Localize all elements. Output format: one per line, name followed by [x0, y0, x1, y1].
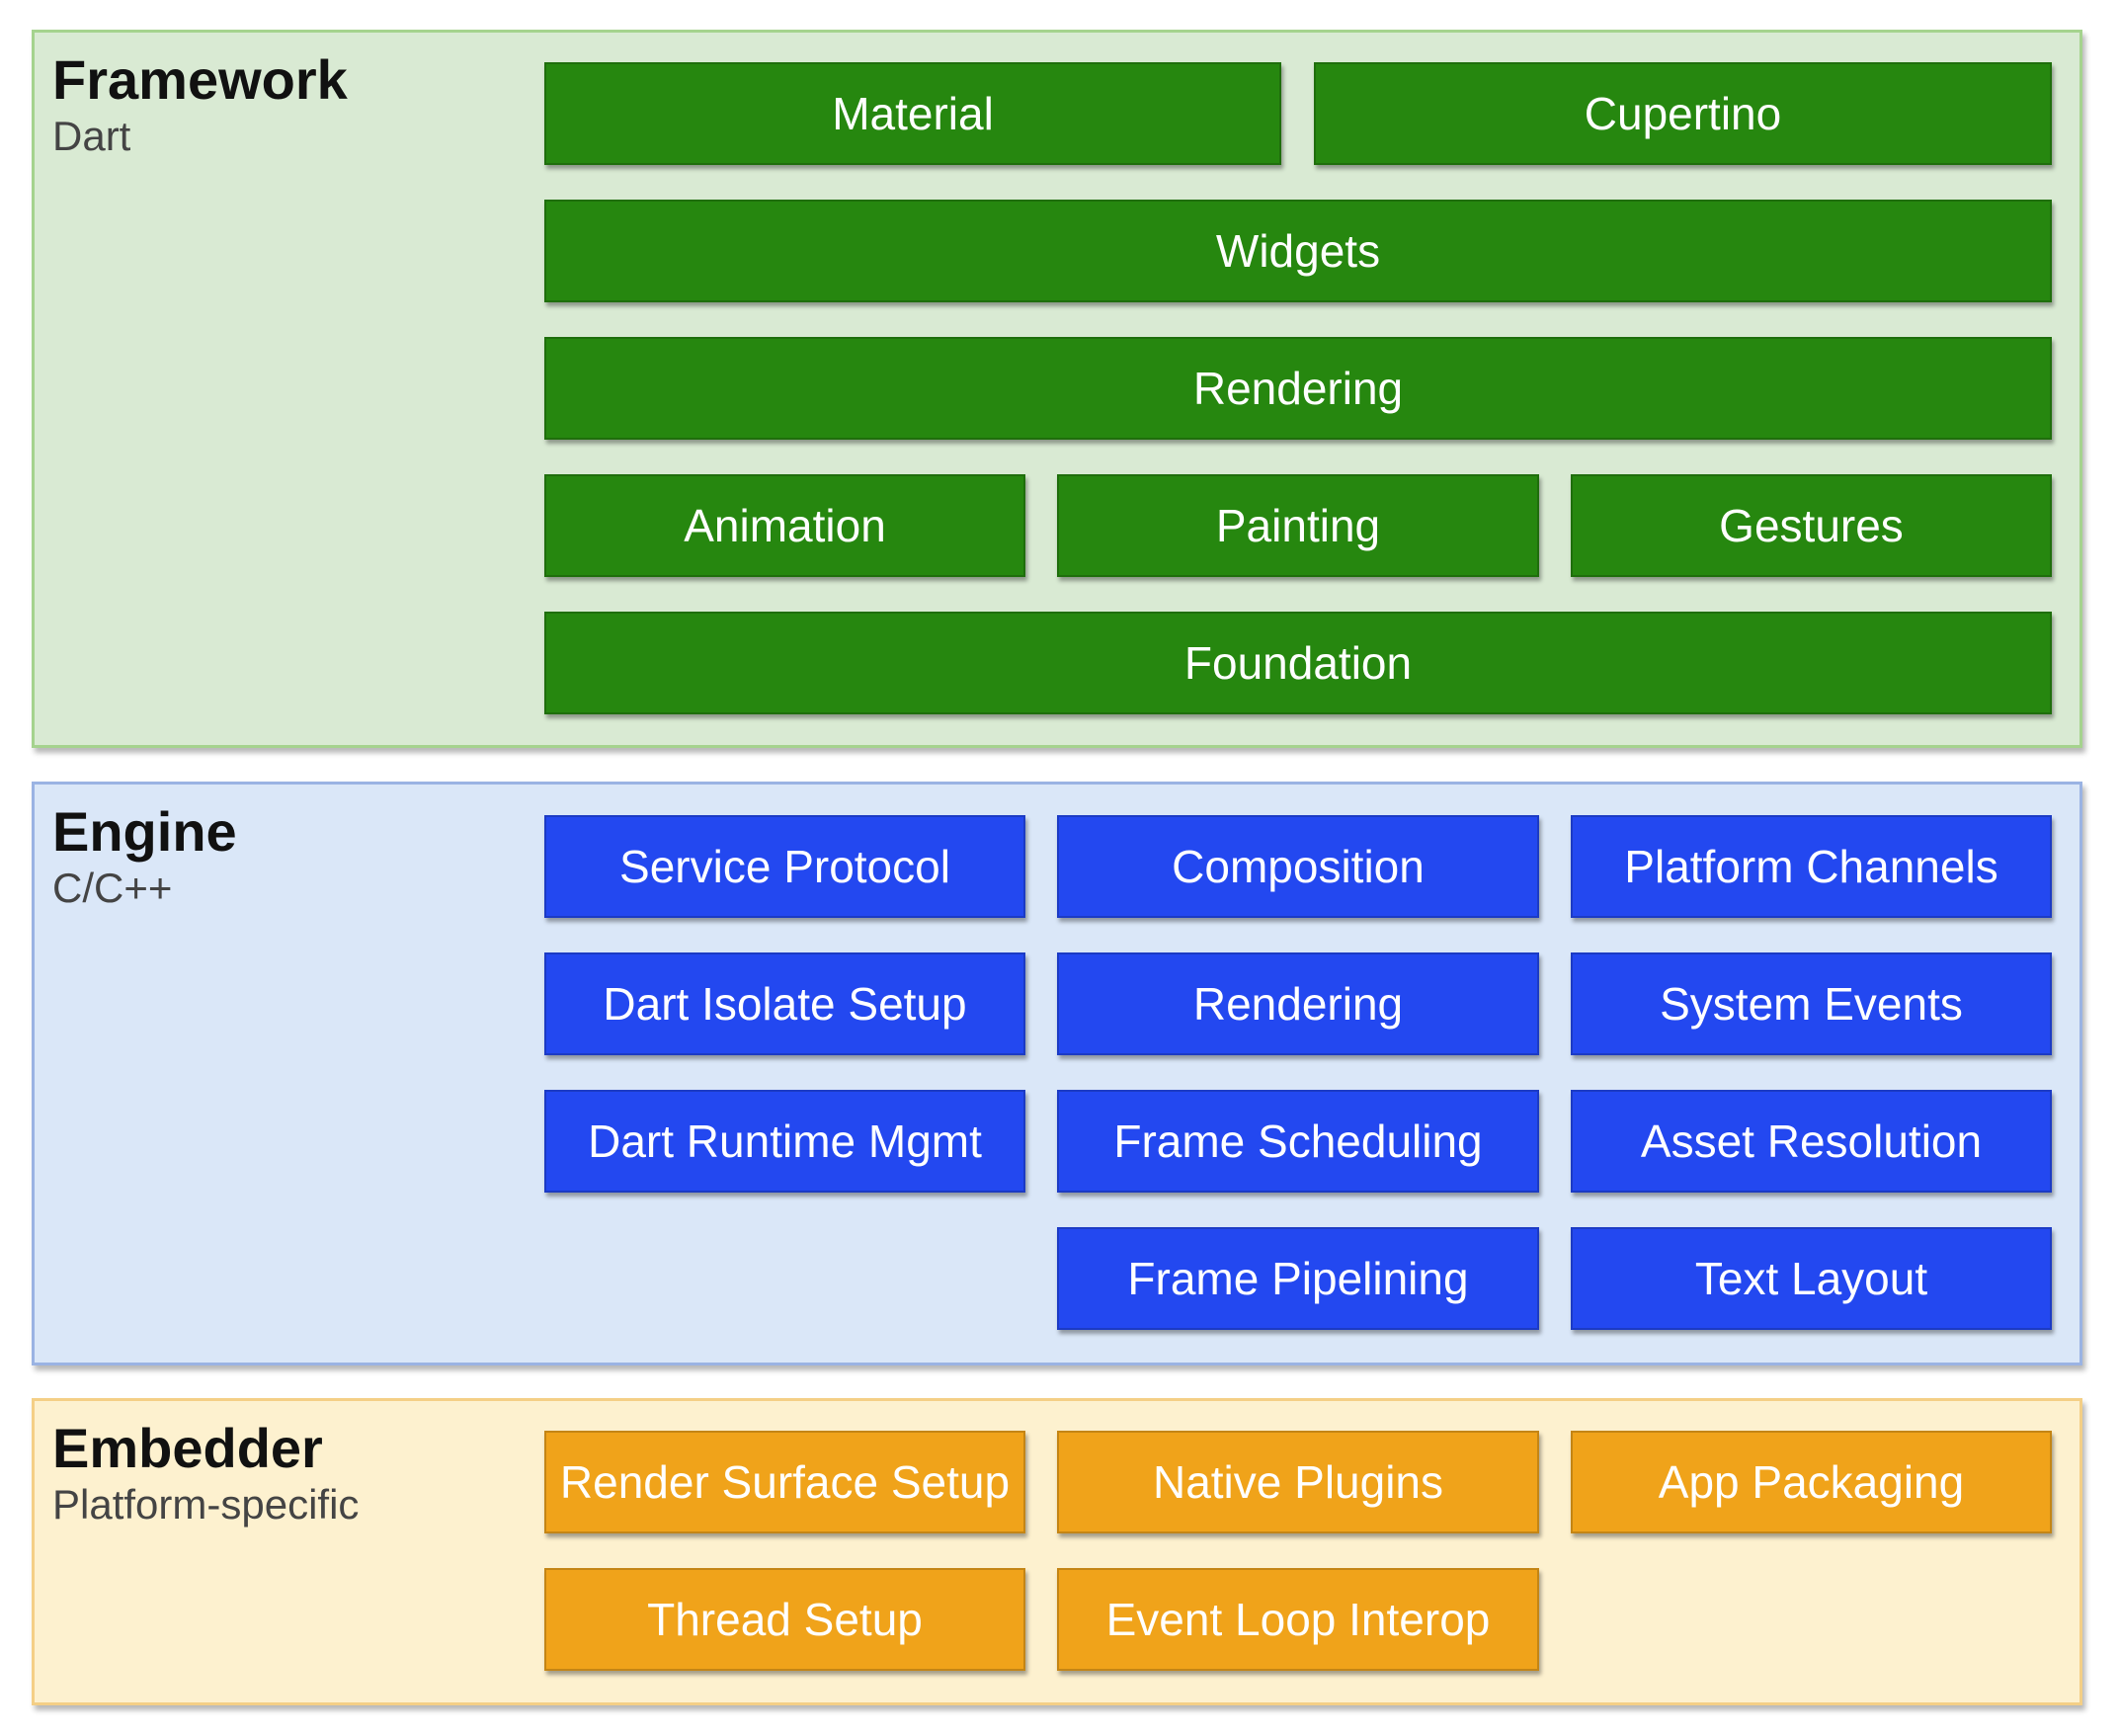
framework-box-foundation: Foundation [544, 612, 2052, 714]
framework-layer: Framework Dart Material Cupertino Widget… [32, 30, 2082, 748]
engine-box-frame-scheduling: Frame Scheduling [1057, 1090, 1539, 1193]
embedder-subtitle: Platform-specific [52, 1481, 360, 1528]
framework-box-gestures: Gestures [1571, 474, 2052, 577]
framework-box-rendering: Rendering [544, 337, 2052, 440]
engine-box-rendering: Rendering [1057, 952, 1539, 1055]
embedder-box-app-packaging: App Packaging [1571, 1431, 2052, 1533]
framework-box-painting: Painting [1057, 474, 1539, 577]
engine-title: Engine [52, 800, 237, 863]
embedder-title: Embedder [52, 1417, 323, 1479]
engine-box-system-events: System Events [1571, 952, 2052, 1055]
engine-box-composition: Composition [1057, 815, 1539, 918]
embedder-layer: Embedder Platform-specific Render Surfac… [32, 1398, 2082, 1705]
framework-box-cupertino: Cupertino [1314, 62, 2052, 165]
embedder-box-thread-setup: Thread Setup [544, 1568, 1025, 1671]
engine-box-service-protocol: Service Protocol [544, 815, 1025, 918]
engine-subtitle: C/C++ [52, 865, 173, 911]
embedder-box-render-surface-setup: Render Surface Setup [544, 1431, 1025, 1533]
engine-box-frame-pipelining: Frame Pipelining [1057, 1227, 1539, 1330]
framework-box-animation: Animation [544, 474, 1025, 577]
framework-title: Framework [52, 48, 348, 111]
framework-box-widgets: Widgets [544, 200, 2052, 302]
framework-box-material: Material [544, 62, 1281, 165]
engine-layer: Engine C/C++ Service Protocol Compositio… [32, 782, 2082, 1365]
embedder-box-event-loop-interop: Event Loop Interop [1057, 1568, 1539, 1671]
engine-box-platform-channels: Platform Channels [1571, 815, 2052, 918]
embedder-box-native-plugins: Native Plugins [1057, 1431, 1539, 1533]
engine-box-dart-isolate-setup: Dart Isolate Setup [544, 952, 1025, 1055]
engine-box-text-layout: Text Layout [1571, 1227, 2052, 1330]
engine-box-asset-resolution: Asset Resolution [1571, 1090, 2052, 1193]
framework-subtitle: Dart [52, 113, 131, 159]
engine-box-dart-runtime-mgmt: Dart Runtime Mgmt [544, 1090, 1025, 1193]
